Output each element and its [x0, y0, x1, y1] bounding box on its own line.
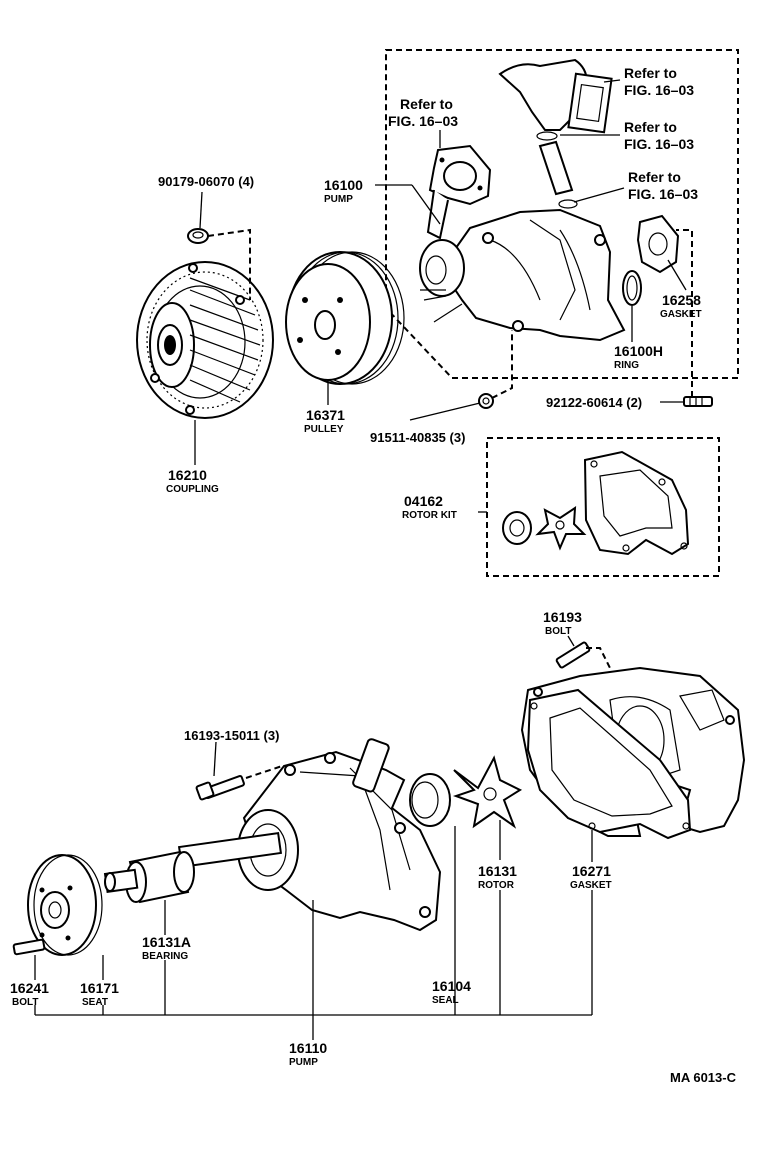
label-16258-name: GASKET	[660, 309, 702, 320]
label-16193-no: 16193	[543, 609, 582, 625]
label-16371-no: 16371	[306, 407, 345, 423]
label-16131a-name: BEARING	[142, 951, 188, 962]
bolt-16241	[12, 938, 46, 956]
gasket-16258-leader	[667, 259, 687, 291]
label-16193-15011: 16193-15011 (3)	[184, 728, 279, 743]
bottom-leader-bracket	[34, 820, 593, 1040]
label-ref2-b: FIG. 16–03	[624, 82, 694, 98]
label-ref1-b: FIG. 16–03	[388, 113, 458, 129]
bolt-16193-15011-leader	[245, 765, 283, 779]
stud-92122	[683, 396, 713, 407]
nut-leader	[207, 228, 251, 300]
label-16241-no: 16241	[10, 980, 49, 996]
label-ref4-a: Refer to	[628, 169, 681, 185]
fan-coupling	[136, 261, 274, 419]
label-16271-name: GASKET	[570, 880, 612, 891]
rotor-kit-dashed-box	[486, 437, 720, 577]
bolt-16193-leader	[586, 647, 611, 669]
pump-16100-leader-2	[411, 184, 441, 225]
label-91511: 91511-40835 (3)	[370, 430, 465, 445]
label-16241-name: BOLT	[12, 997, 38, 1008]
nut-label-leader-2	[409, 402, 481, 421]
label-ref1-a: Refer to	[400, 96, 453, 112]
label-ref3-b: FIG. 16–03	[624, 136, 694, 152]
label-16210-no: 16210	[168, 467, 207, 483]
seat-16171	[27, 854, 103, 956]
label-92122: 92122-60614 (2)	[546, 395, 642, 410]
ring-16100h	[622, 270, 642, 306]
label-16193-name: BOLT	[545, 626, 571, 637]
ref2-leader	[603, 79, 621, 83]
label-ref3-a: Refer to	[624, 119, 677, 135]
ref4-leader	[573, 187, 625, 203]
label-16210-name: COUPLING	[166, 484, 219, 495]
label-16131a-no: 16131A	[142, 934, 191, 950]
label-16110-name: PUMP	[289, 1057, 318, 1068]
label-16131-name: ROTOR	[478, 880, 515, 891]
bolt-16193	[555, 641, 591, 669]
bolt-16193-15011-label-leader	[213, 741, 217, 777]
bolt-16193-label-leader	[567, 635, 575, 647]
label-16271-no: 16271	[572, 863, 611, 879]
nut-90179	[187, 228, 209, 244]
label-16100-no: 16100	[324, 177, 363, 193]
nut-91511-leader	[491, 330, 513, 399]
label-16100h-name: RING	[614, 360, 639, 371]
rotor-kit-impeller	[535, 506, 587, 551]
label-16100-name: PUMP	[324, 194, 353, 205]
label-16171-no: 16171	[80, 980, 119, 996]
label-16110-no: 16110	[289, 1040, 327, 1056]
label-16104-name: SEAL	[432, 995, 459, 1006]
label-16131-no: 16131	[478, 863, 517, 879]
label-04162-name: ROTOR KIT	[402, 510, 457, 521]
pulley	[285, 251, 405, 385]
label-ref2-a: Refer to	[624, 65, 677, 81]
label-16104-no: 16104	[432, 978, 471, 994]
rotor-kit-seal	[502, 511, 532, 545]
label-16258-no: 16258	[662, 292, 701, 308]
gasket-16258	[636, 214, 680, 274]
label-16371-name: PULLEY	[304, 424, 344, 435]
label-16171-name: SEAT	[82, 997, 108, 1008]
label-90179: 90179-06070 (4)	[158, 174, 254, 189]
water-pump-assembly	[419, 208, 626, 342]
bearing-16131a	[103, 832, 283, 904]
label-04162-no: 04162	[404, 493, 443, 509]
rotor-16131	[452, 755, 523, 829]
bolt-16193-15011	[195, 775, 245, 801]
gasket-16271	[526, 688, 692, 840]
figure-code: MA 6013-C	[670, 1070, 737, 1085]
nut-label-leader	[199, 191, 203, 229]
bypass-pipe	[498, 58, 613, 209]
pump-assembly-dashed-box	[385, 49, 739, 379]
label-ref4-b: FIG. 16–03	[628, 186, 698, 202]
nut-91511	[478, 393, 494, 409]
seal-16104	[409, 773, 451, 827]
rotor-kit-gasket	[583, 450, 690, 556]
water-inlet-housing	[426, 144, 492, 240]
label-16100h-no: 16100H	[614, 343, 663, 359]
pump-16110	[237, 738, 442, 932]
stud-92122-leader	[676, 229, 693, 397]
